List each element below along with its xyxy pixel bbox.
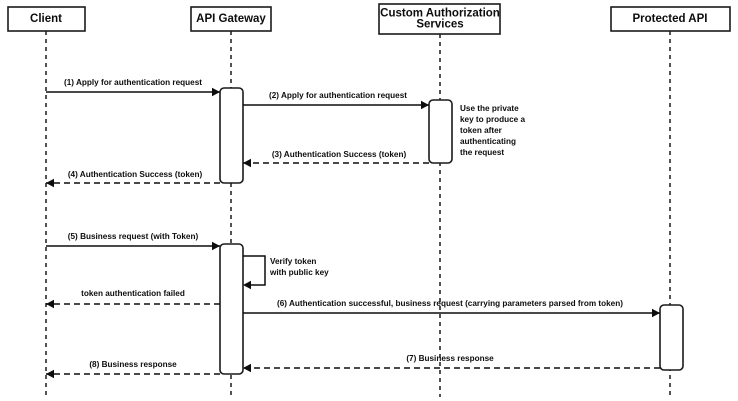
participant-label-client: Client	[30, 13, 62, 25]
note-line: the request	[460, 148, 504, 157]
activation-bar-gateway-2	[219, 243, 244, 375]
message-2: (2) Apply for authentication request	[243, 91, 429, 110]
arrowhead-1	[212, 87, 220, 97]
participant-label-protected: Protected API	[633, 13, 708, 25]
message-label-5: (5) Business request (with Token)	[68, 232, 199, 241]
message-4: (4) Authentication Success (token)	[46, 170, 220, 188]
message-label-fail: token authentication failed	[81, 289, 185, 298]
message-label-7: (7) Business response	[406, 354, 494, 363]
arrowhead-6	[652, 308, 660, 318]
message-label-1: (1) Apply for authentication request	[64, 78, 202, 87]
note-line: token after	[460, 126, 503, 135]
participant-box-client[interactable]	[7, 6, 86, 32]
arrowhead-2	[421, 100, 429, 110]
arrowhead-8	[46, 369, 54, 379]
arrowhead-4	[46, 178, 54, 188]
arrowhead-self	[243, 280, 251, 290]
message-7: (7) Business response	[243, 354, 660, 373]
note-line: authenticating	[460, 137, 516, 146]
arrowhead-5	[212, 241, 220, 251]
participant-box-authsvc[interactable]	[378, 3, 501, 35]
notes-layer: Use the private key to produce a token aft…	[460, 104, 526, 157]
arrowhead-fail	[46, 299, 54, 309]
participant-label-gateway: API Gateway	[196, 13, 266, 25]
message-label-6: (6) Authentication successful, business …	[277, 299, 623, 308]
activation-bar-authsvc-1	[428, 99, 453, 164]
participant-gateway[interactable]: API Gateway	[190, 6, 272, 32]
participants-layer: Client API Gateway Custom AuthorizationSer…	[7, 3, 731, 35]
message-label-3: (3) Authentication Success (token)	[272, 150, 407, 159]
activations-layer	[219, 87, 684, 375]
messages-layer: (1) Apply for authentication request (2) …	[46, 78, 660, 379]
note-line: Use the private	[460, 104, 519, 113]
participant-box-gateway[interactable]	[190, 6, 272, 32]
message-label-2: (2) Apply for authentication request	[269, 91, 407, 100]
activation-bar-protected-3	[659, 304, 684, 371]
message-5: (5) Business request (with Token)	[46, 232, 220, 251]
message-fail: token authentication failed	[46, 289, 220, 309]
self-message-label-line: Verify token	[270, 257, 316, 266]
arrowhead-7	[243, 363, 251, 373]
activation-bar-gateway-0	[219, 87, 244, 184]
participant-label-authsvc: Custom Authorization	[380, 8, 500, 20]
message-3: (3) Authentication Success (token)	[243, 150, 429, 168]
participant-protected[interactable]: Protected API	[610, 6, 731, 32]
participant-client[interactable]: Client	[7, 6, 86, 32]
message-6: (6) Authentication successful, business …	[243, 299, 660, 318]
message-label-4: (4) Authentication Success (token)	[68, 170, 203, 179]
message-label-8: (8) Business response	[89, 360, 177, 369]
participant-box-protected[interactable]	[610, 6, 731, 32]
note-private-key-note: Use the private key to produce a token aft…	[460, 104, 526, 157]
arrowhead-3	[243, 158, 251, 168]
participant-label-authsvc: Services	[416, 19, 463, 31]
self-message-path	[243, 255, 266, 286]
note-line: key to produce a	[460, 115, 526, 124]
message-self: Verify token with public key	[243, 255, 329, 290]
self-message-label-line: with public key	[269, 268, 329, 277]
message-8: (8) Business response	[46, 360, 220, 379]
message-1: (1) Apply for authentication request	[46, 78, 220, 97]
